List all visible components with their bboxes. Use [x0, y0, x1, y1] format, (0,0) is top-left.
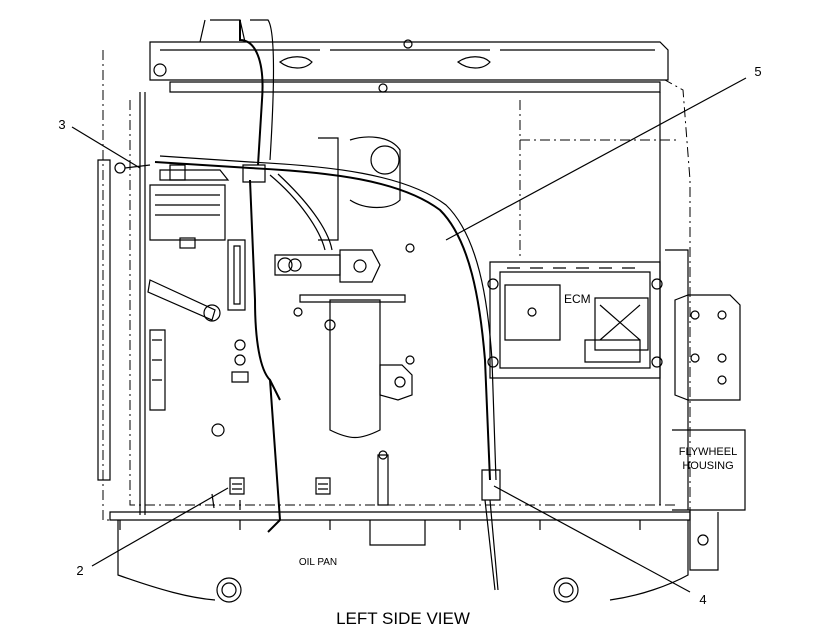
leader-line-4	[493, 485, 691, 593]
flywheel-housing-label-line1: FLYWHEEL	[679, 446, 737, 458]
oil-pan: OIL PAN	[117, 450, 689, 603]
engine-block-outline	[102, 50, 691, 521]
dipstick-tube	[114, 19, 501, 591]
ecm-module: ECM	[487, 261, 663, 379]
callouts: 3 5 2 4	[58, 64, 761, 607]
callout-number: 5	[754, 64, 761, 79]
leader-line-2	[91, 487, 229, 567]
leader-line-5	[445, 77, 747, 241]
leader-line-3	[71, 126, 141, 169]
left-side-components	[97, 159, 331, 510]
figure-caption: LEFT SIDE VIEW	[336, 609, 470, 628]
oil-filter-area	[274, 136, 415, 439]
callout-number: 3	[58, 117, 65, 132]
callout-number: 2	[76, 563, 83, 578]
valve-cover	[149, 19, 669, 93]
flywheel-housing-label-line2: HOUSING	[682, 460, 733, 472]
ecm-label: ECM	[564, 292, 591, 306]
callout-number: 4	[699, 592, 706, 607]
oil-pan-label: OIL PAN	[299, 557, 337, 568]
flywheel-housing: FLYWHEEL HOUSING	[665, 249, 746, 571]
